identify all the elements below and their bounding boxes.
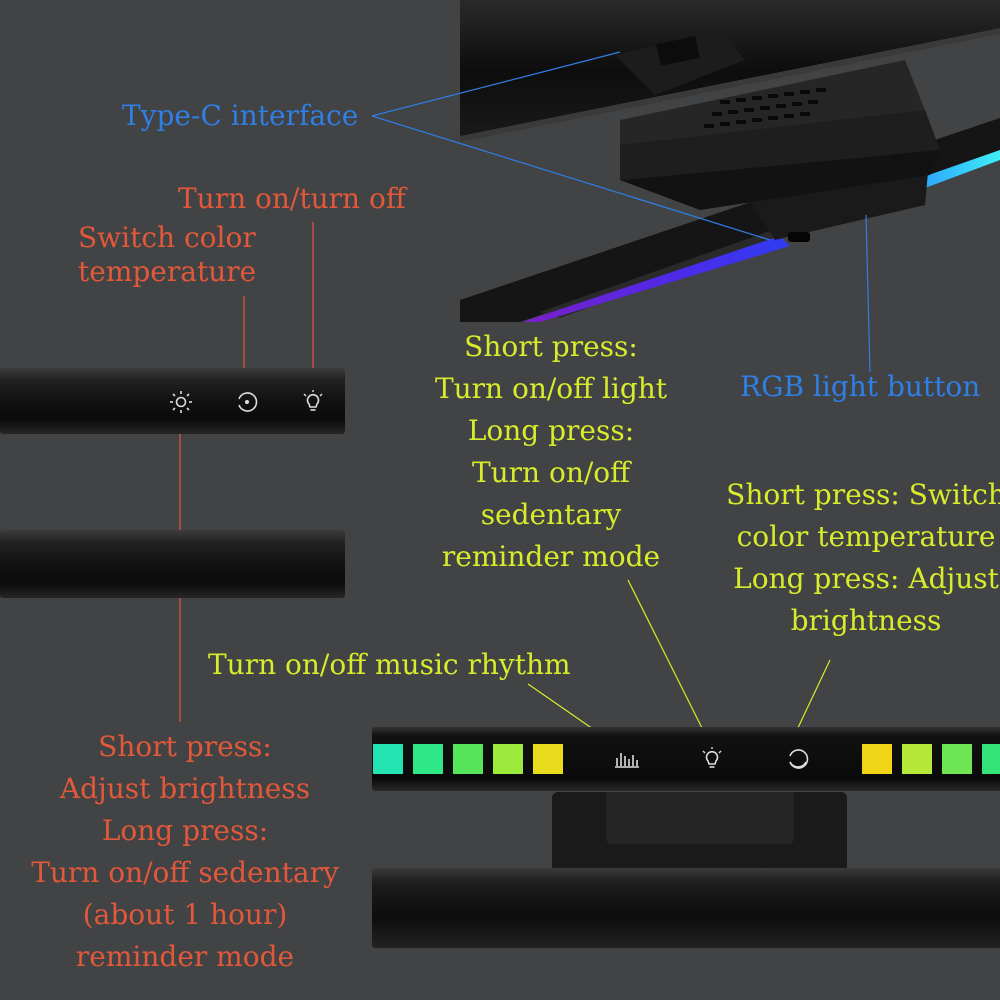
clip-mount-front — [606, 792, 794, 844]
switch-color-label-line2: temperature — [78, 255, 257, 288]
monitor-bar-bottom — [372, 868, 1000, 948]
light-bar-bottom-view — [0, 530, 345, 598]
music-rhythm-icon[interactable] — [612, 745, 640, 773]
clip-vent-holes — [704, 88, 826, 128]
desc-line: Short press: — [464, 330, 638, 363]
left-button-description: Short press: Adjust brightness Long pres… — [0, 726, 370, 978]
bulb-power-icon[interactable] — [698, 745, 726, 773]
desc-line: Long press: — [101, 814, 269, 847]
rgb-segment — [533, 744, 563, 774]
rgb-button-label: RGB light button — [740, 370, 981, 403]
rgb-segment — [942, 744, 972, 774]
desc-line: brightness — [790, 604, 942, 637]
desc-line: color temperature — [736, 520, 996, 553]
color-temperature-icon[interactable] — [233, 388, 261, 416]
center-button-description: Short press: Turn on/off light Long pres… — [420, 326, 682, 578]
bulb-power-icon[interactable] — [299, 388, 327, 416]
desc-line: Turn on/off sedentary — [31, 856, 339, 889]
monitor-bar-top — [460, 0, 1000, 140]
rgb-segment — [982, 744, 1000, 774]
rgb-segment — [862, 744, 892, 774]
cyan-glow-strip — [920, 150, 1000, 188]
desc-line: Turn on/off — [471, 456, 631, 489]
purple-glow-strip — [522, 236, 790, 322]
desc-line: sedentary — [480, 498, 622, 531]
desc-line: Long press: — [467, 414, 635, 447]
clip-hook — [615, 30, 745, 95]
rgb-segment — [902, 744, 932, 774]
desc-line: Short press: — [98, 730, 272, 763]
rgb-segment — [493, 744, 523, 774]
color-temperature-icon[interactable] — [784, 745, 812, 773]
turn-on-off-label: Turn on/turn off — [178, 182, 406, 215]
rgb-segment — [413, 744, 443, 774]
desc-line: Long press: Adjust — [733, 562, 999, 595]
music-rhythm-label: Turn on/off music rhythm — [208, 648, 571, 681]
desc-line: Turn on/off light — [434, 372, 668, 405]
type-c-label: Type-C interface — [122, 99, 359, 132]
desc-line: reminder mode — [75, 940, 295, 973]
desc-line: (about 1 hour) — [82, 898, 288, 931]
sun-brightness-icon[interactable] — [167, 388, 195, 416]
light-bar-top-view — [0, 368, 345, 434]
desc-line: reminder mode — [441, 540, 661, 573]
right-button-description: Short press: Switch color temperature Lo… — [716, 474, 1000, 642]
rgb-segment — [373, 744, 403, 774]
desc-line: Short press: Switch — [726, 478, 1000, 511]
rgb-segment — [453, 744, 483, 774]
switch-color-label-line1: Switch color — [78, 221, 256, 254]
desc-line: Adjust brightness — [59, 772, 311, 805]
